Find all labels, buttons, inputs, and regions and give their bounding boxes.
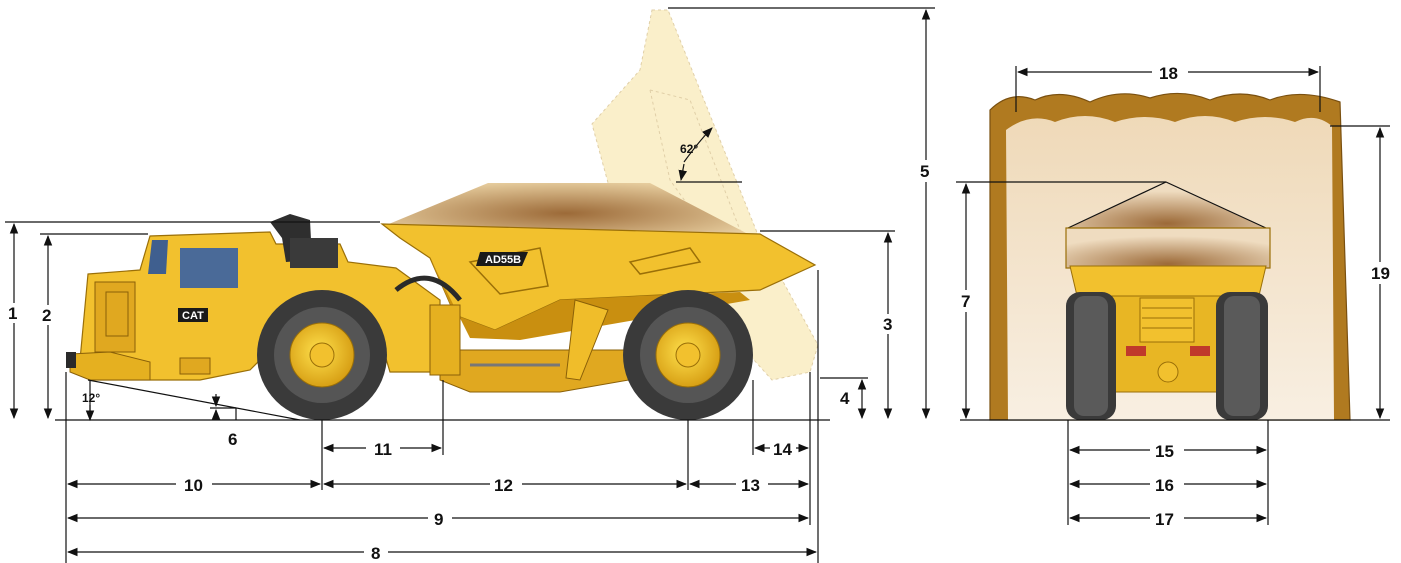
dim-label-6: 6 — [228, 430, 237, 449]
front-wheel — [257, 290, 387, 420]
side-view: 62° AD55B — [4, 7, 936, 563]
dim-label-19: 19 — [1371, 264, 1390, 283]
dim-label-2: 2 — [42, 306, 51, 325]
rear-wheel — [623, 290, 753, 420]
cab-window — [148, 240, 168, 274]
svg-text:CAT: CAT — [182, 310, 204, 322]
dim-label-18: 18 — [1159, 64, 1178, 83]
dim-label-10: 10 — [184, 476, 203, 495]
dim-label-16: 16 — [1155, 476, 1174, 495]
dim-label-7: 7 — [961, 292, 970, 311]
load-heap-front — [1068, 182, 1266, 228]
dump-angle-indicator: 62° — [676, 127, 742, 183]
dim-label-9: 9 — [434, 510, 443, 529]
dim-label-4: 4 — [840, 389, 850, 408]
dim-label-17: 17 — [1155, 510, 1174, 529]
tunnel-view: 18 7 19 15 16 17 — [956, 64, 1394, 529]
brand-badge: CAT — [178, 308, 208, 322]
approach-angle-label: 12° — [82, 391, 100, 405]
dump-angle-label: 62° — [680, 142, 698, 156]
load-heap — [384, 183, 748, 238]
dim-label-13: 13 — [741, 476, 760, 495]
dim-label-1: 1 — [8, 304, 17, 323]
svg-text:AD55B: AD55B — [485, 254, 521, 266]
model-badge: AD55B — [476, 252, 528, 266]
dim-label-8: 8 — [371, 544, 380, 563]
dim-label-3: 3 — [883, 315, 892, 334]
dim-label-11: 11 — [374, 440, 392, 459]
dim-label-15: 15 — [1155, 442, 1174, 461]
dim-label-5: 5 — [920, 162, 929, 181]
dim-label-12: 12 — [494, 476, 513, 495]
dim-label-14: 14 — [773, 440, 792, 459]
cab-window-side — [180, 248, 238, 288]
